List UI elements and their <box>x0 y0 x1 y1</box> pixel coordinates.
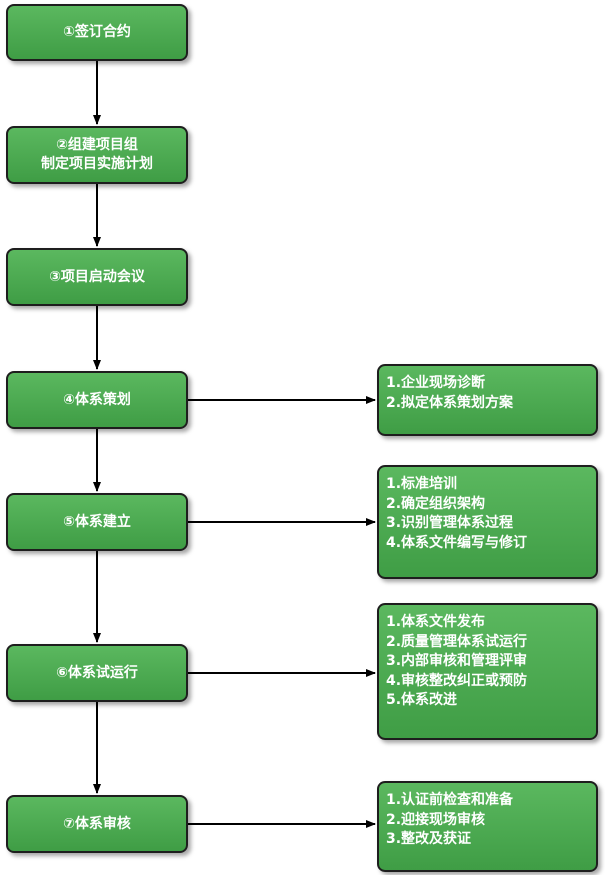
detail-item: 4.体系文件编写与修订 <box>386 534 528 551</box>
detail-item: 3.内部审核和管理评审 <box>386 653 528 669</box>
detail-item: 1.企业现场诊断 <box>386 375 486 391</box>
detail-item: 1.标准培训 <box>386 476 458 492</box>
detail-box-system-planning: 1.企业现场诊断 2.拟定体系策划方案 <box>377 364 598 436</box>
detail-item: 3.整改及获证 <box>386 831 472 847</box>
detail-item: 4.审核整改纠正或预防 <box>386 672 528 689</box>
step-system-trial-run: ⑥体系试运行 <box>6 644 188 702</box>
detail-item: 2.确定组织架构 <box>386 495 486 512</box>
step-system-planning: ④体系策划 <box>6 371 188 429</box>
detail-box-system-trial-run: 1.体系文件发布 2.质量管理体系试运行 3.内部审核和管理评审 4.审核整改纠… <box>377 603 598 740</box>
detail-item: 2.质量管理体系试运行 <box>386 633 528 650</box>
step-system-establishment: ⑤体系建立 <box>6 493 188 551</box>
detail-item: 2.迎接现场审核 <box>386 811 486 828</box>
step-sign-contract: ①签订合约 <box>6 4 188 61</box>
detail-item: 5.体系改进 <box>386 692 458 708</box>
step-kickoff-meeting: ③项目启动会议 <box>6 248 188 306</box>
detail-item: 3.识别管理体系过程 <box>386 515 514 531</box>
step-form-project-team: ②组建项目组 制定项目实施计划 <box>6 126 188 184</box>
detail-item: 1.体系文件发布 <box>386 614 486 630</box>
detail-item: 1.认证前检查和准备 <box>386 792 514 808</box>
detail-item: 2.拟定体系策划方案 <box>386 394 514 411</box>
detail-box-system-establishment: 1.标准培训 2.确定组织架构 3.识别管理体系过程 4.体系文件编写与修订 <box>377 465 598 579</box>
detail-box-system-audit: 1.认证前检查和准备 2.迎接现场审核 3.整改及获证 <box>377 781 598 872</box>
step-system-audit: ⑦体系审核 <box>6 795 188 853</box>
